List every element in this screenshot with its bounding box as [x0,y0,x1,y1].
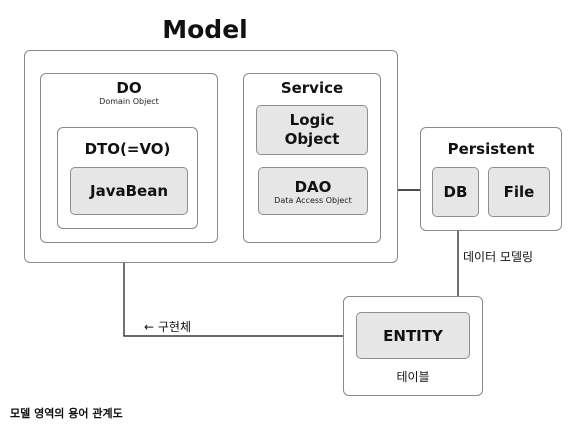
dto-label: DTO(=VO) [84,140,171,158]
implements-label: ← 구현체 [144,320,191,334]
do-sublabel: Domain Object [99,97,159,106]
service-label: Service [280,79,344,97]
dto-entity-connector [123,242,356,337]
table-label: 테이블 [396,370,430,384]
dao-box: DAO Data Access Object [258,167,368,215]
file-label: File [503,183,535,201]
javabean-label: JavaBean [89,182,168,200]
do-label: DO [116,79,142,97]
entity-label: ENTITY [383,326,443,345]
file-box: File [488,167,550,217]
dao-label: DAO [294,177,332,196]
db-box: DB [432,167,479,217]
model-title: Model [162,15,248,44]
logic-label-line1: Logic [289,111,335,129]
logic-object-box: Logic Object [256,105,368,155]
persistent-label: Persistent [447,140,535,158]
data-modeling-label: 데이터 모델링 [463,250,534,264]
diagram-caption: 모델 영역의 용어 관계도 [10,407,123,420]
service-container [243,73,381,243]
db-label: DB [443,183,468,201]
javabean-box: JavaBean [70,167,188,215]
entity-box: ENTITY [356,312,470,359]
dao-sublabel: Data Access Object [274,195,352,205]
logic-label-line2: Object [284,130,340,148]
